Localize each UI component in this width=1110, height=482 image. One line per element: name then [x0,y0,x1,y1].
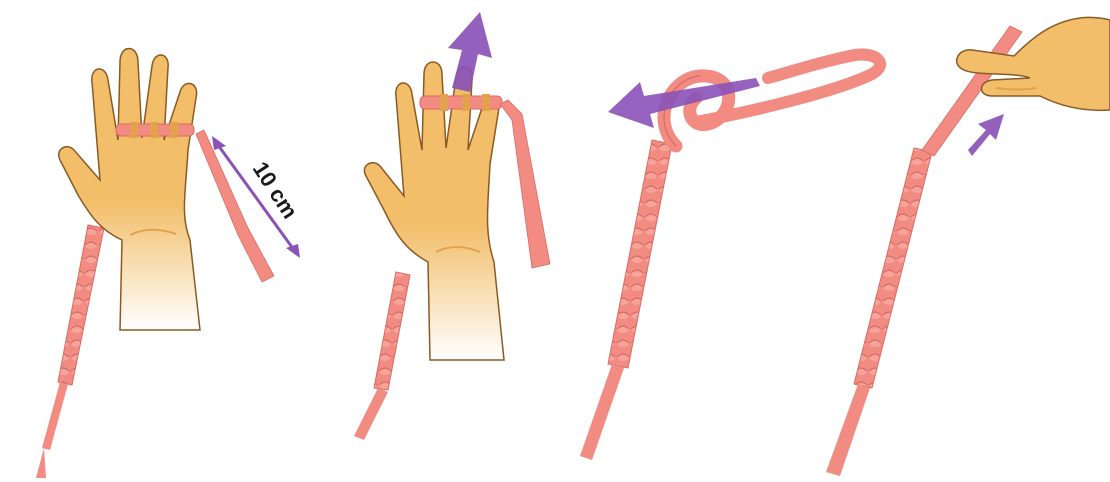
braid-icon [580,140,672,460]
braid-icon [36,225,104,478]
step-1: 10 cm [36,49,303,479]
braid-icon [354,272,410,440]
up-arrow-icon [968,114,1004,156]
step-3 [580,55,880,460]
step-2 [354,12,550,440]
step-4 [826,17,1110,476]
up-arrow-icon [448,12,492,92]
pinching-hand-icon [957,17,1110,110]
measurement-label: 10 cm [248,157,303,223]
